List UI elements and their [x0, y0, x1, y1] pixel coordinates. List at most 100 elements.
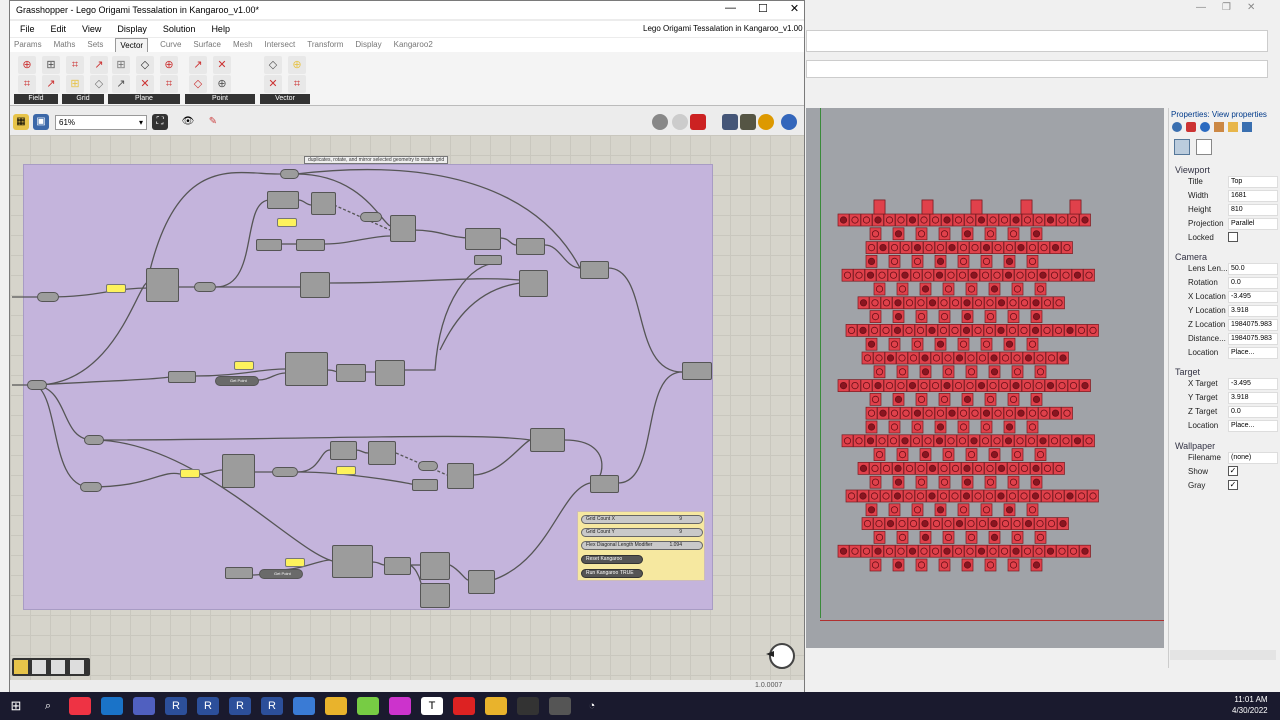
- globe-icon[interactable]: [781, 114, 797, 130]
- prop-field-wallpaper-0[interactable]: (none): [1228, 452, 1278, 464]
- param-node[interactable]: [37, 292, 59, 302]
- grid-component-icon[interactable]: ⌗: [66, 56, 84, 74]
- param-node[interactable]: [84, 435, 104, 445]
- param-node[interactable]: [194, 282, 216, 292]
- point-group-label[interactable]: Point: [185, 94, 255, 104]
- point-component-icon[interactable]: ↗: [189, 56, 207, 74]
- component-node[interactable]: [225, 567, 253, 579]
- vector-component-icon[interactable]: ✕: [264, 75, 282, 93]
- rhino-icon-3[interactable]: R: [229, 697, 251, 715]
- component-node[interactable]: [267, 191, 299, 209]
- canvas-navigation-icon[interactable]: [765, 642, 797, 670]
- grid-component-icon[interactable]: ⊞: [66, 75, 84, 93]
- rhino-icon-1[interactable]: R: [165, 697, 187, 715]
- component-node[interactable]: [332, 545, 373, 578]
- component-node[interactable]: [447, 463, 474, 489]
- value-panel[interactable]: [106, 284, 126, 293]
- component-node[interactable]: [420, 583, 450, 608]
- field-component-icon[interactable]: ⊞: [42, 56, 60, 74]
- component-node[interactable]: [474, 255, 502, 265]
- tab-vector[interactable]: Vector: [115, 38, 149, 52]
- component-node[interactable]: [285, 352, 328, 386]
- rhino-running-icon[interactable]: [517, 697, 539, 715]
- open-file-icon[interactable]: ▦: [13, 114, 29, 130]
- zoom-extents-icon[interactable]: ⛶: [152, 114, 168, 130]
- plane-component-icon[interactable]: ↗: [112, 75, 130, 93]
- search-icon[interactable]: ⌕: [44, 700, 52, 712]
- vector-component-icon[interactable]: ⊕: [288, 56, 306, 74]
- menu-edit[interactable]: Edit: [50, 24, 67, 34]
- restore-icon[interactable]: ❐: [1222, 2, 1231, 13]
- preview-selected-icon[interactable]: [690, 114, 706, 130]
- minimize-icon[interactable]: —: [725, 2, 736, 14]
- get-point-node[interactable]: Get Point: [259, 569, 303, 579]
- widget-profiler-icon[interactable]: [14, 660, 28, 674]
- prop-field-target-3[interactable]: Place...: [1228, 420, 1278, 432]
- value-panel[interactable]: [277, 218, 297, 227]
- component-node[interactable]: [368, 441, 396, 465]
- menu-view[interactable]: View: [82, 24, 102, 34]
- tab-params[interactable]: Params: [14, 40, 42, 49]
- close-icon[interactable]: ✕: [1246, 2, 1256, 13]
- point-component-icon[interactable]: ⊕: [213, 75, 231, 93]
- component-node[interactable]: [300, 272, 330, 298]
- prop-field-target-1[interactable]: 3.918: [1228, 392, 1278, 404]
- widget-markov-icon[interactable]: [70, 660, 84, 674]
- prop-field-target-2[interactable]: 0.0: [1228, 406, 1278, 418]
- component-node[interactable]: [296, 239, 325, 251]
- camera-icon[interactable]: [1174, 139, 1190, 155]
- value-panel[interactable]: [180, 469, 200, 478]
- typora-icon[interactable]: T: [421, 697, 443, 715]
- param-node[interactable]: [80, 482, 102, 492]
- prop-field-camera-2[interactable]: -3.495: [1228, 291, 1278, 303]
- component-node[interactable]: [168, 371, 196, 383]
- get-point-node[interactable]: Get Point: [215, 376, 259, 386]
- app-icon[interactable]: [357, 697, 379, 715]
- preview-settings-icon[interactable]: [758, 114, 774, 130]
- component-node[interactable]: [516, 238, 545, 255]
- param-node[interactable]: [418, 461, 438, 471]
- grasshopper-title-bar[interactable]: Grasshopper - Lego Origami Tessalation i…: [10, 1, 804, 19]
- component-node[interactable]: [420, 552, 450, 580]
- prop-field-target-0[interactable]: -3.495: [1228, 378, 1278, 390]
- vector-component-icon[interactable]: ◇: [264, 56, 282, 74]
- field-component-icon[interactable]: ↗: [42, 75, 60, 93]
- acrobat-icon[interactable]: [453, 697, 475, 715]
- maximize-icon[interactable]: ☐: [758, 3, 768, 15]
- checkbox-locked[interactable]: [1228, 232, 1238, 242]
- preview-wireframe-icon[interactable]: [652, 114, 668, 130]
- param-node[interactable]: [360, 212, 382, 222]
- vector-component-icon[interactable]: ⌗: [288, 75, 306, 93]
- component-node[interactable]: [146, 268, 179, 302]
- preview-shaded-icon[interactable]: [672, 114, 688, 130]
- component-node[interactable]: [375, 360, 405, 386]
- paint-icon[interactable]: [389, 697, 411, 715]
- start-icon[interactable]: ⊞: [10, 698, 22, 713]
- clock-app-icon[interactable]: ◔: [588, 700, 596, 712]
- folder-icon[interactable]: [1228, 122, 1238, 132]
- tab-sets[interactable]: Sets: [87, 40, 104, 49]
- field-component-icon[interactable]: ⌗: [18, 75, 36, 93]
- sketch-icon[interactable]: ✎: [208, 116, 218, 127]
- prop-field-camera-0[interactable]: 50.0: [1228, 263, 1278, 275]
- prop-field-camera-3[interactable]: 3.918: [1228, 305, 1278, 317]
- preview-eye-icon[interactable]: 👁: [181, 116, 195, 127]
- grid-component-icon[interactable]: ◇: [90, 75, 108, 93]
- checkbox-gray[interactable]: ✓: [1228, 480, 1238, 490]
- param-node[interactable]: [280, 169, 299, 179]
- param-node[interactable]: [27, 380, 47, 390]
- close-icon[interactable]: ✕: [789, 3, 800, 15]
- component-node[interactable]: [519, 270, 548, 297]
- file-explorer-icon[interactable]: [325, 697, 347, 715]
- component-node[interactable]: [256, 239, 282, 251]
- preview-mesh-icon[interactable]: [740, 114, 756, 130]
- properties-scrollbar[interactable]: [1170, 650, 1276, 660]
- prop-field-camera-5[interactable]: 1984075.983: [1228, 333, 1278, 345]
- tab-mesh[interactable]: Mesh: [232, 40, 253, 49]
- plane-component-icon[interactable]: ⊕: [160, 56, 178, 74]
- component-node[interactable]: [222, 454, 255, 488]
